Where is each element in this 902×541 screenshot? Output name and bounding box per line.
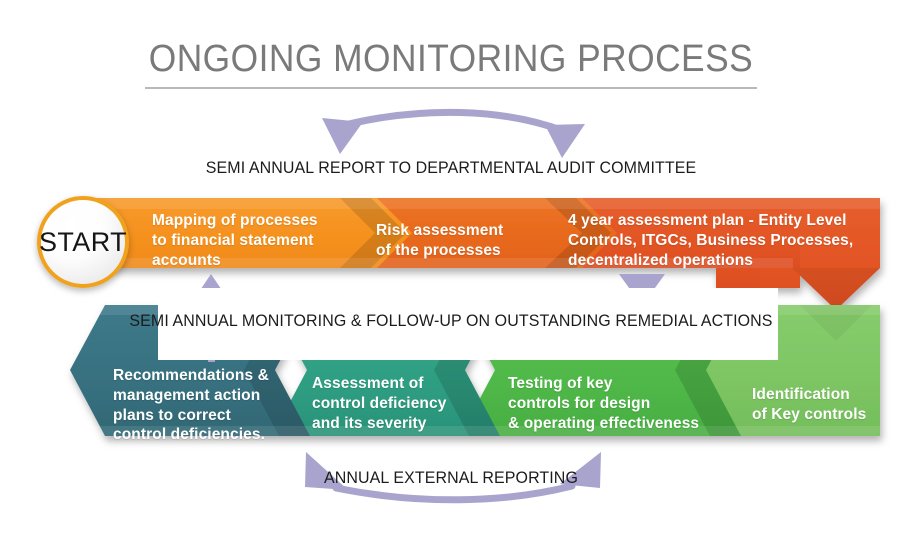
bevel-2	[545, 198, 611, 268]
bottom-bottom-highlight	[70, 426, 880, 436]
start-badge[interactable]: START	[37, 196, 129, 288]
caption-annual-external-reporting: ANNUAL EXTERNAL REPORTING	[324, 468, 578, 487]
step-mapping-shape[interactable]	[83, 198, 412, 268]
step-recommendations-label: Recommendations & management action plan…	[113, 367, 269, 444]
top-ribbon-highlight	[83, 198, 880, 268]
caption-semi-annual-report: SEMI ANNUAL REPORT TO DEPARTMENTAL AUDIT…	[205, 158, 697, 177]
middle-caption-plate	[158, 288, 778, 360]
ribbon-top-highlight	[83, 198, 880, 209]
top-arc-head-right	[545, 124, 585, 158]
ribbon-bottom-highlight	[83, 258, 793, 268]
step-risk-assessment-label: Risk assessment of the processes	[376, 222, 504, 259]
top-arc-head-left	[322, 118, 363, 154]
start-label: START	[39, 226, 128, 257]
bevel-3	[792, 268, 880, 310]
bevel-1	[340, 198, 406, 268]
step-four-year-plan-body	[545, 198, 800, 268]
step-identification-label: Identification of Key controls	[752, 386, 867, 423]
bottom-arc-arrow	[305, 452, 601, 504]
top-arc-path	[337, 108, 570, 136]
title-block: ONGOING MONITORING PROCESS	[0, 38, 902, 89]
top-ribbon-group	[83, 198, 880, 310]
step-four-year-plan-label: 4 year assessment plan - Entity Level Co…	[568, 212, 854, 269]
step-mapping-label: Mapping of processes to financial statem…	[152, 212, 318, 269]
bottom-arc-head-right	[560, 452, 601, 488]
step-four-year-plan-turn	[760, 198, 880, 310]
step-assessment-label: Assessment of control deficiency and its…	[312, 375, 447, 432]
top-arc-arrow	[322, 108, 585, 158]
step-testing-label: Testing of key controls for design & ope…	[508, 375, 700, 432]
bottom-arc-path	[332, 482, 576, 504]
step-risk-assessment-shape[interactable]	[340, 198, 617, 268]
caption-semi-annual-monitoring: SEMI ANNUAL MONITORING & FOLLOW-UP ON OU…	[129, 311, 773, 330]
page-title: ONGOING MONITORING PROCESS	[145, 38, 757, 89]
bottom-arc-head-left	[305, 452, 348, 490]
bevel-7	[800, 305, 872, 341]
top-ribbon-bevels	[340, 198, 880, 310]
